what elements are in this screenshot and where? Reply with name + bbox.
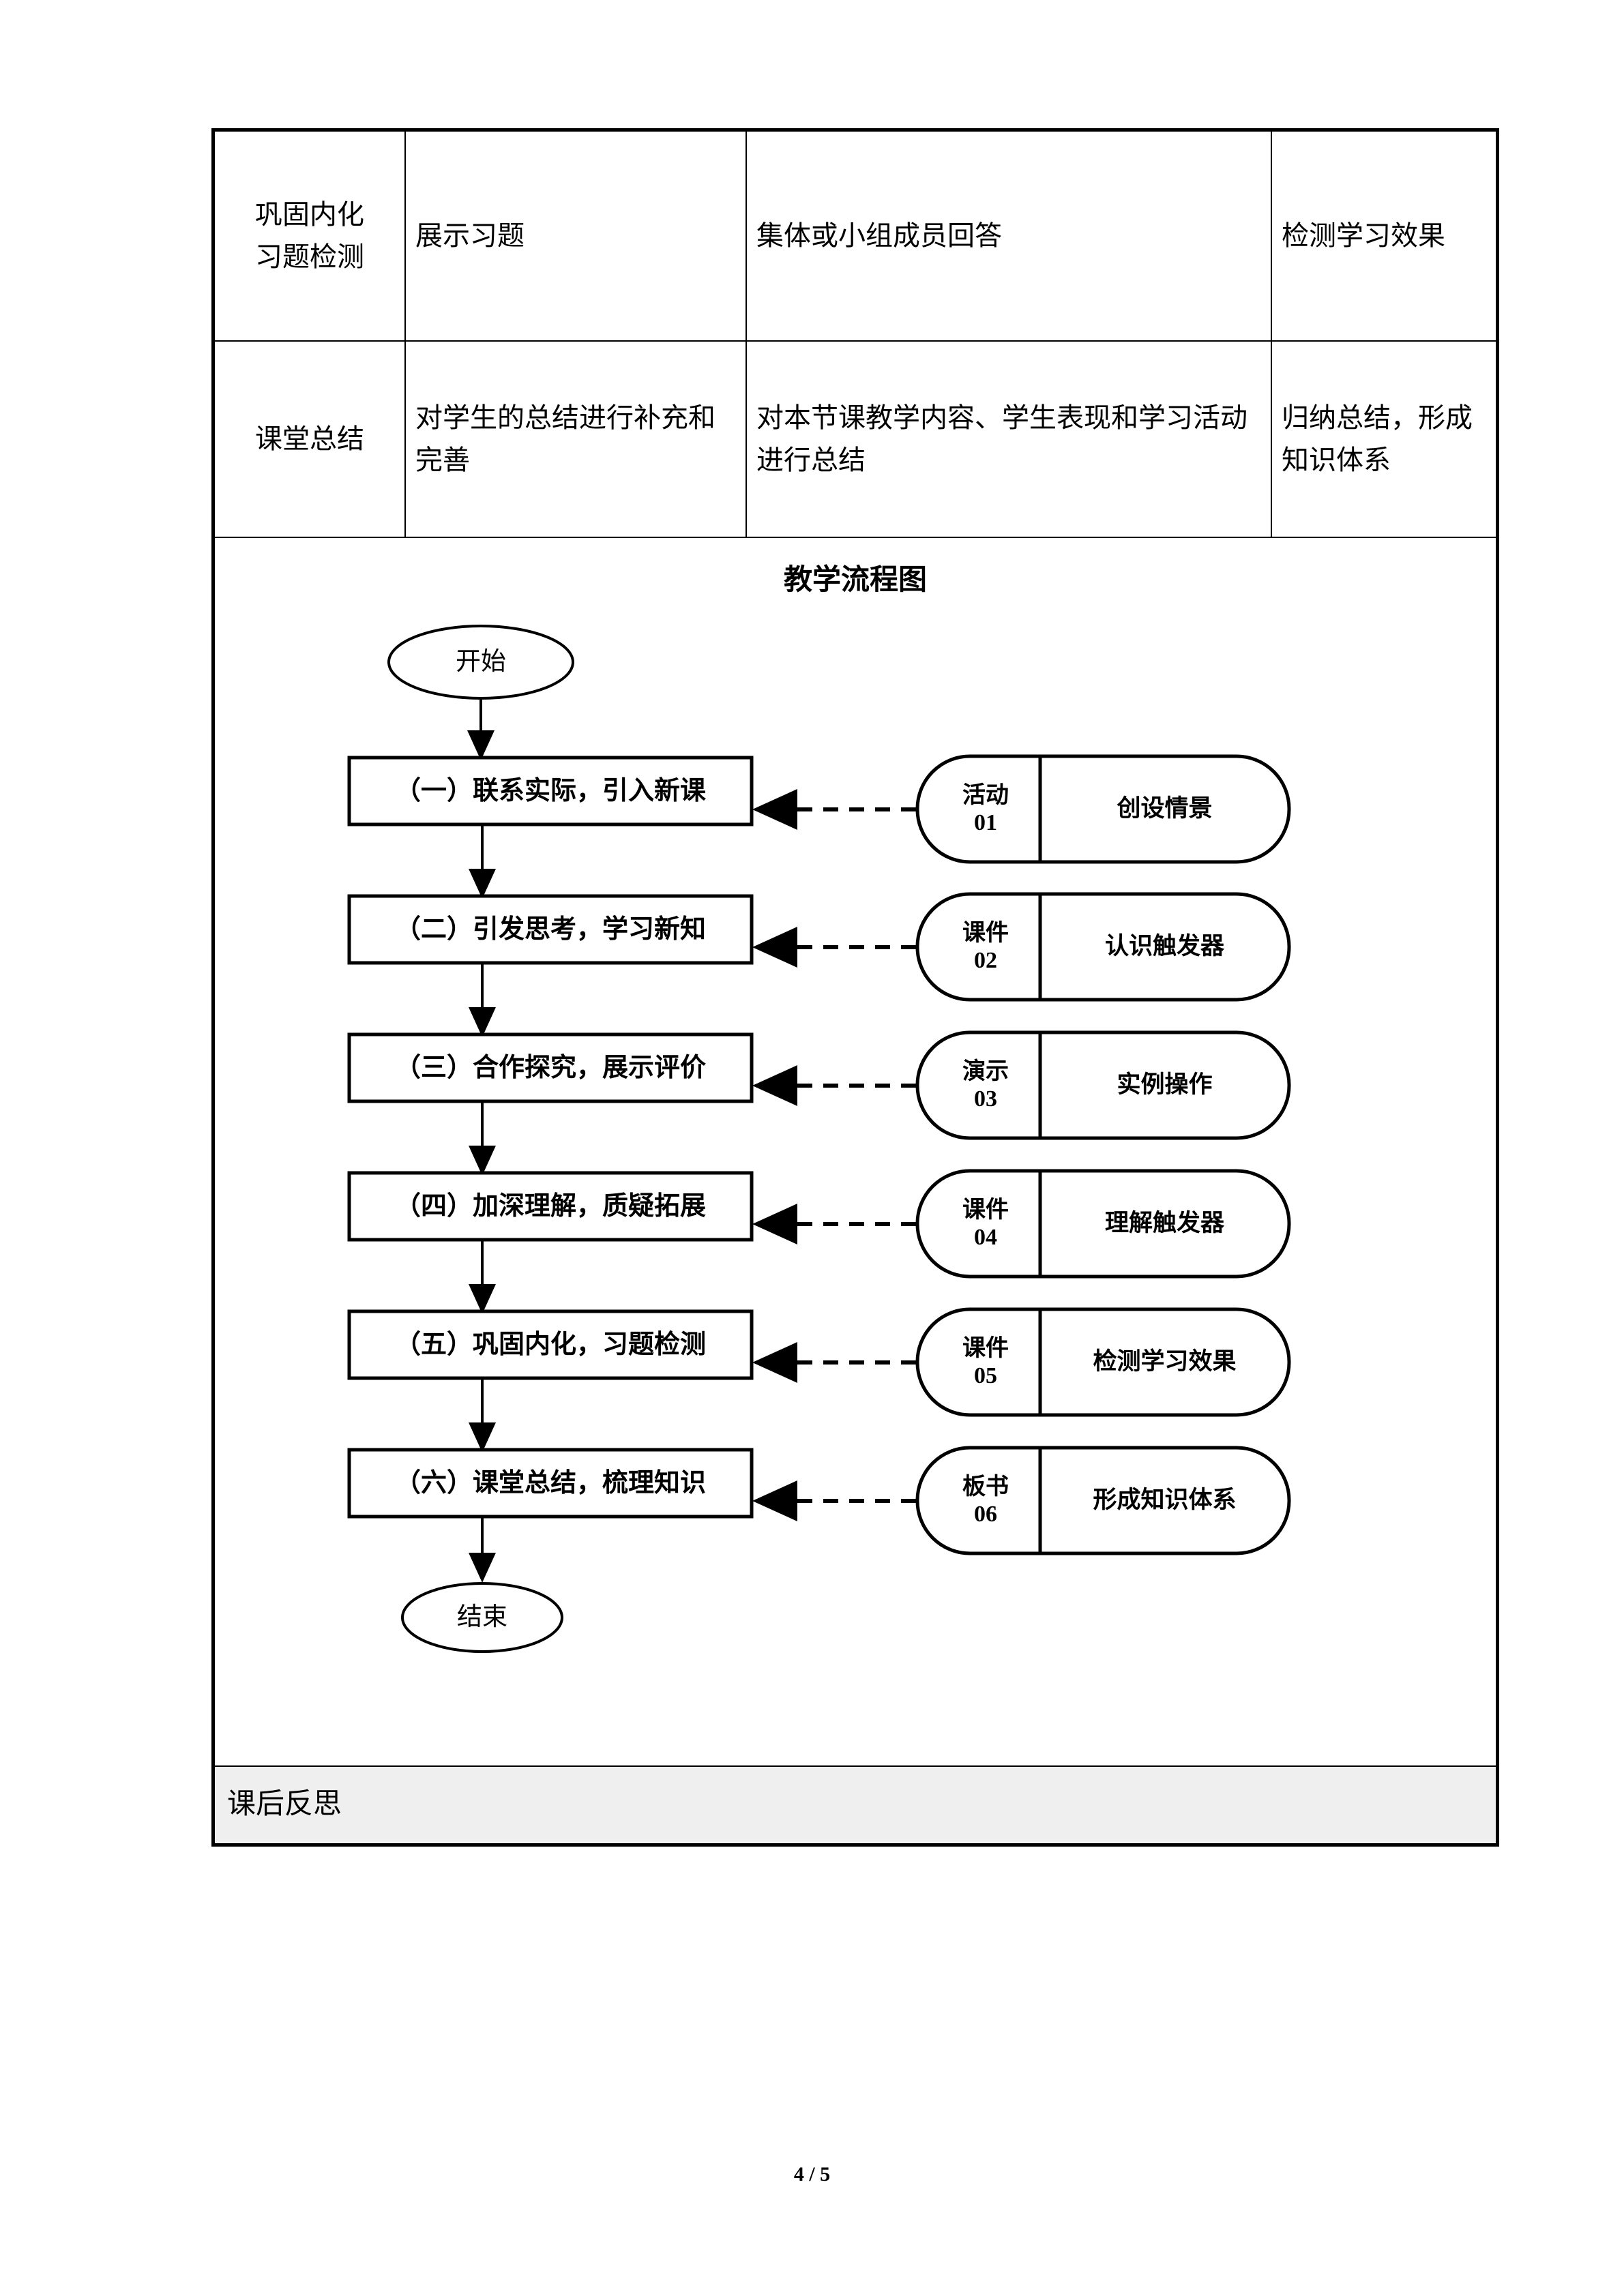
flowchart-title: 教学流程图 xyxy=(783,565,927,596)
cell-teacher-1: 展示习题 xyxy=(404,129,747,342)
cell-stage-2: 课堂总结 xyxy=(212,340,406,538)
cell-student-1: 集体或小组成员回答 xyxy=(745,129,1272,342)
cell-stage-1: 巩固内化 习题检测 xyxy=(212,129,406,342)
cell-intent-1: 检测学习效果 xyxy=(1271,129,1498,342)
flowchart-canvas: 教学流程图 xyxy=(215,538,1496,1765)
table-row: 课堂总结 对学生的总结进行补充和完善 对本节课教学内容、学生表现和学习活动进行总… xyxy=(212,340,1498,538)
table-row: 巩固内化 习题检测 展示习题 集体或小组成员回答 检测学习效果 xyxy=(212,129,1498,342)
cell-teacher-2: 对学生的总结进行补充和完善 xyxy=(404,340,747,538)
cell-intent-2: 归纳总结，形成知识体系 xyxy=(1271,340,1498,538)
flowchart-row: 教学流程图 xyxy=(212,537,1498,1767)
lesson-plan-table: 巩固内化 习题检测 展示习题 集体或小组成员回答 检测学习效果 课堂总结 对学生… xyxy=(211,128,1499,1847)
stage-line-2: 习题检测 xyxy=(255,241,364,272)
reflection-label: 课后反思 xyxy=(212,1765,1498,1846)
flowchart-cell: 教学流程图 xyxy=(212,537,1498,1767)
cell-student-2: 对本节课教学内容、学生表现和学习活动进行总结 xyxy=(745,340,1272,538)
flowchart-graphics xyxy=(347,625,1291,1653)
stage-line-1: 巩固内化 xyxy=(255,199,364,230)
reflection-row: 课后反思 xyxy=(212,1765,1498,1846)
page-number: 4 / 5 xyxy=(793,2163,831,2186)
